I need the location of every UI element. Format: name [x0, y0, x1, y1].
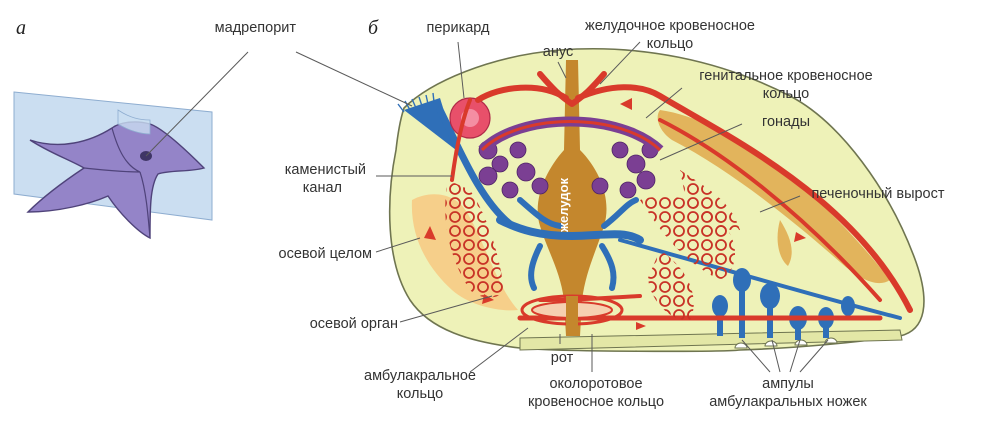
label-ambulacral-ring-line2: кольцо — [397, 386, 443, 402]
panel-letter-b: б — [368, 17, 379, 39]
label-axial-organ: осевой орган — [310, 316, 398, 332]
label-pericardium: перикард — [427, 20, 491, 36]
label-axial-coelom: осевой целом — [279, 246, 373, 262]
label-ambulacral-ring-line1: амбулакральное — [364, 368, 476, 384]
panel-b-illustration — [388, 47, 925, 353]
label-mouth: рот — [551, 350, 574, 366]
label-anus: анус — [543, 44, 573, 60]
blood-system — [450, 71, 913, 321]
lacunar-network — [445, 170, 740, 321]
section-plane-front — [117, 109, 151, 135]
label-ampullae-line1: ампулы — [762, 376, 814, 392]
label-gastric-ring-line1: желудочное кровеносное — [585, 18, 755, 34]
perioral-ring — [520, 294, 624, 336]
label-gastric-ring-line2: кольцо — [647, 36, 693, 52]
label-stone-canal-line1: каменистый — [285, 162, 366, 178]
label-perioral-ring-line2: кровеносное кольцо — [528, 394, 664, 410]
label-genital-ring-line2: кольцо — [763, 86, 809, 102]
panel-letter-a: а — [16, 17, 26, 39]
oral-surface — [519, 329, 903, 351]
panel-a-illustration — [13, 91, 213, 240]
label-liver-outgrowth: печеночный вырост — [811, 186, 944, 202]
label-gonads: гонады — [762, 114, 810, 130]
label-stone-canal-line2: канал — [303, 180, 342, 196]
label-perioral-ring-line1: околоротовое — [549, 376, 642, 392]
flow-arrows — [424, 98, 806, 330]
label-genital-ring-line1: генитальное кровеносное — [699, 68, 872, 84]
label-stomach: желудок — [556, 178, 571, 233]
water-vascular-system — [436, 106, 902, 340]
stomach-shape — [537, 60, 607, 336]
gonads-cluster — [478, 140, 659, 199]
label-ampullae-line2: амбулакральных ножек — [709, 394, 867, 410]
label-madreporite: мадрепорит — [215, 20, 297, 36]
leader-lines — [145, 41, 829, 373]
